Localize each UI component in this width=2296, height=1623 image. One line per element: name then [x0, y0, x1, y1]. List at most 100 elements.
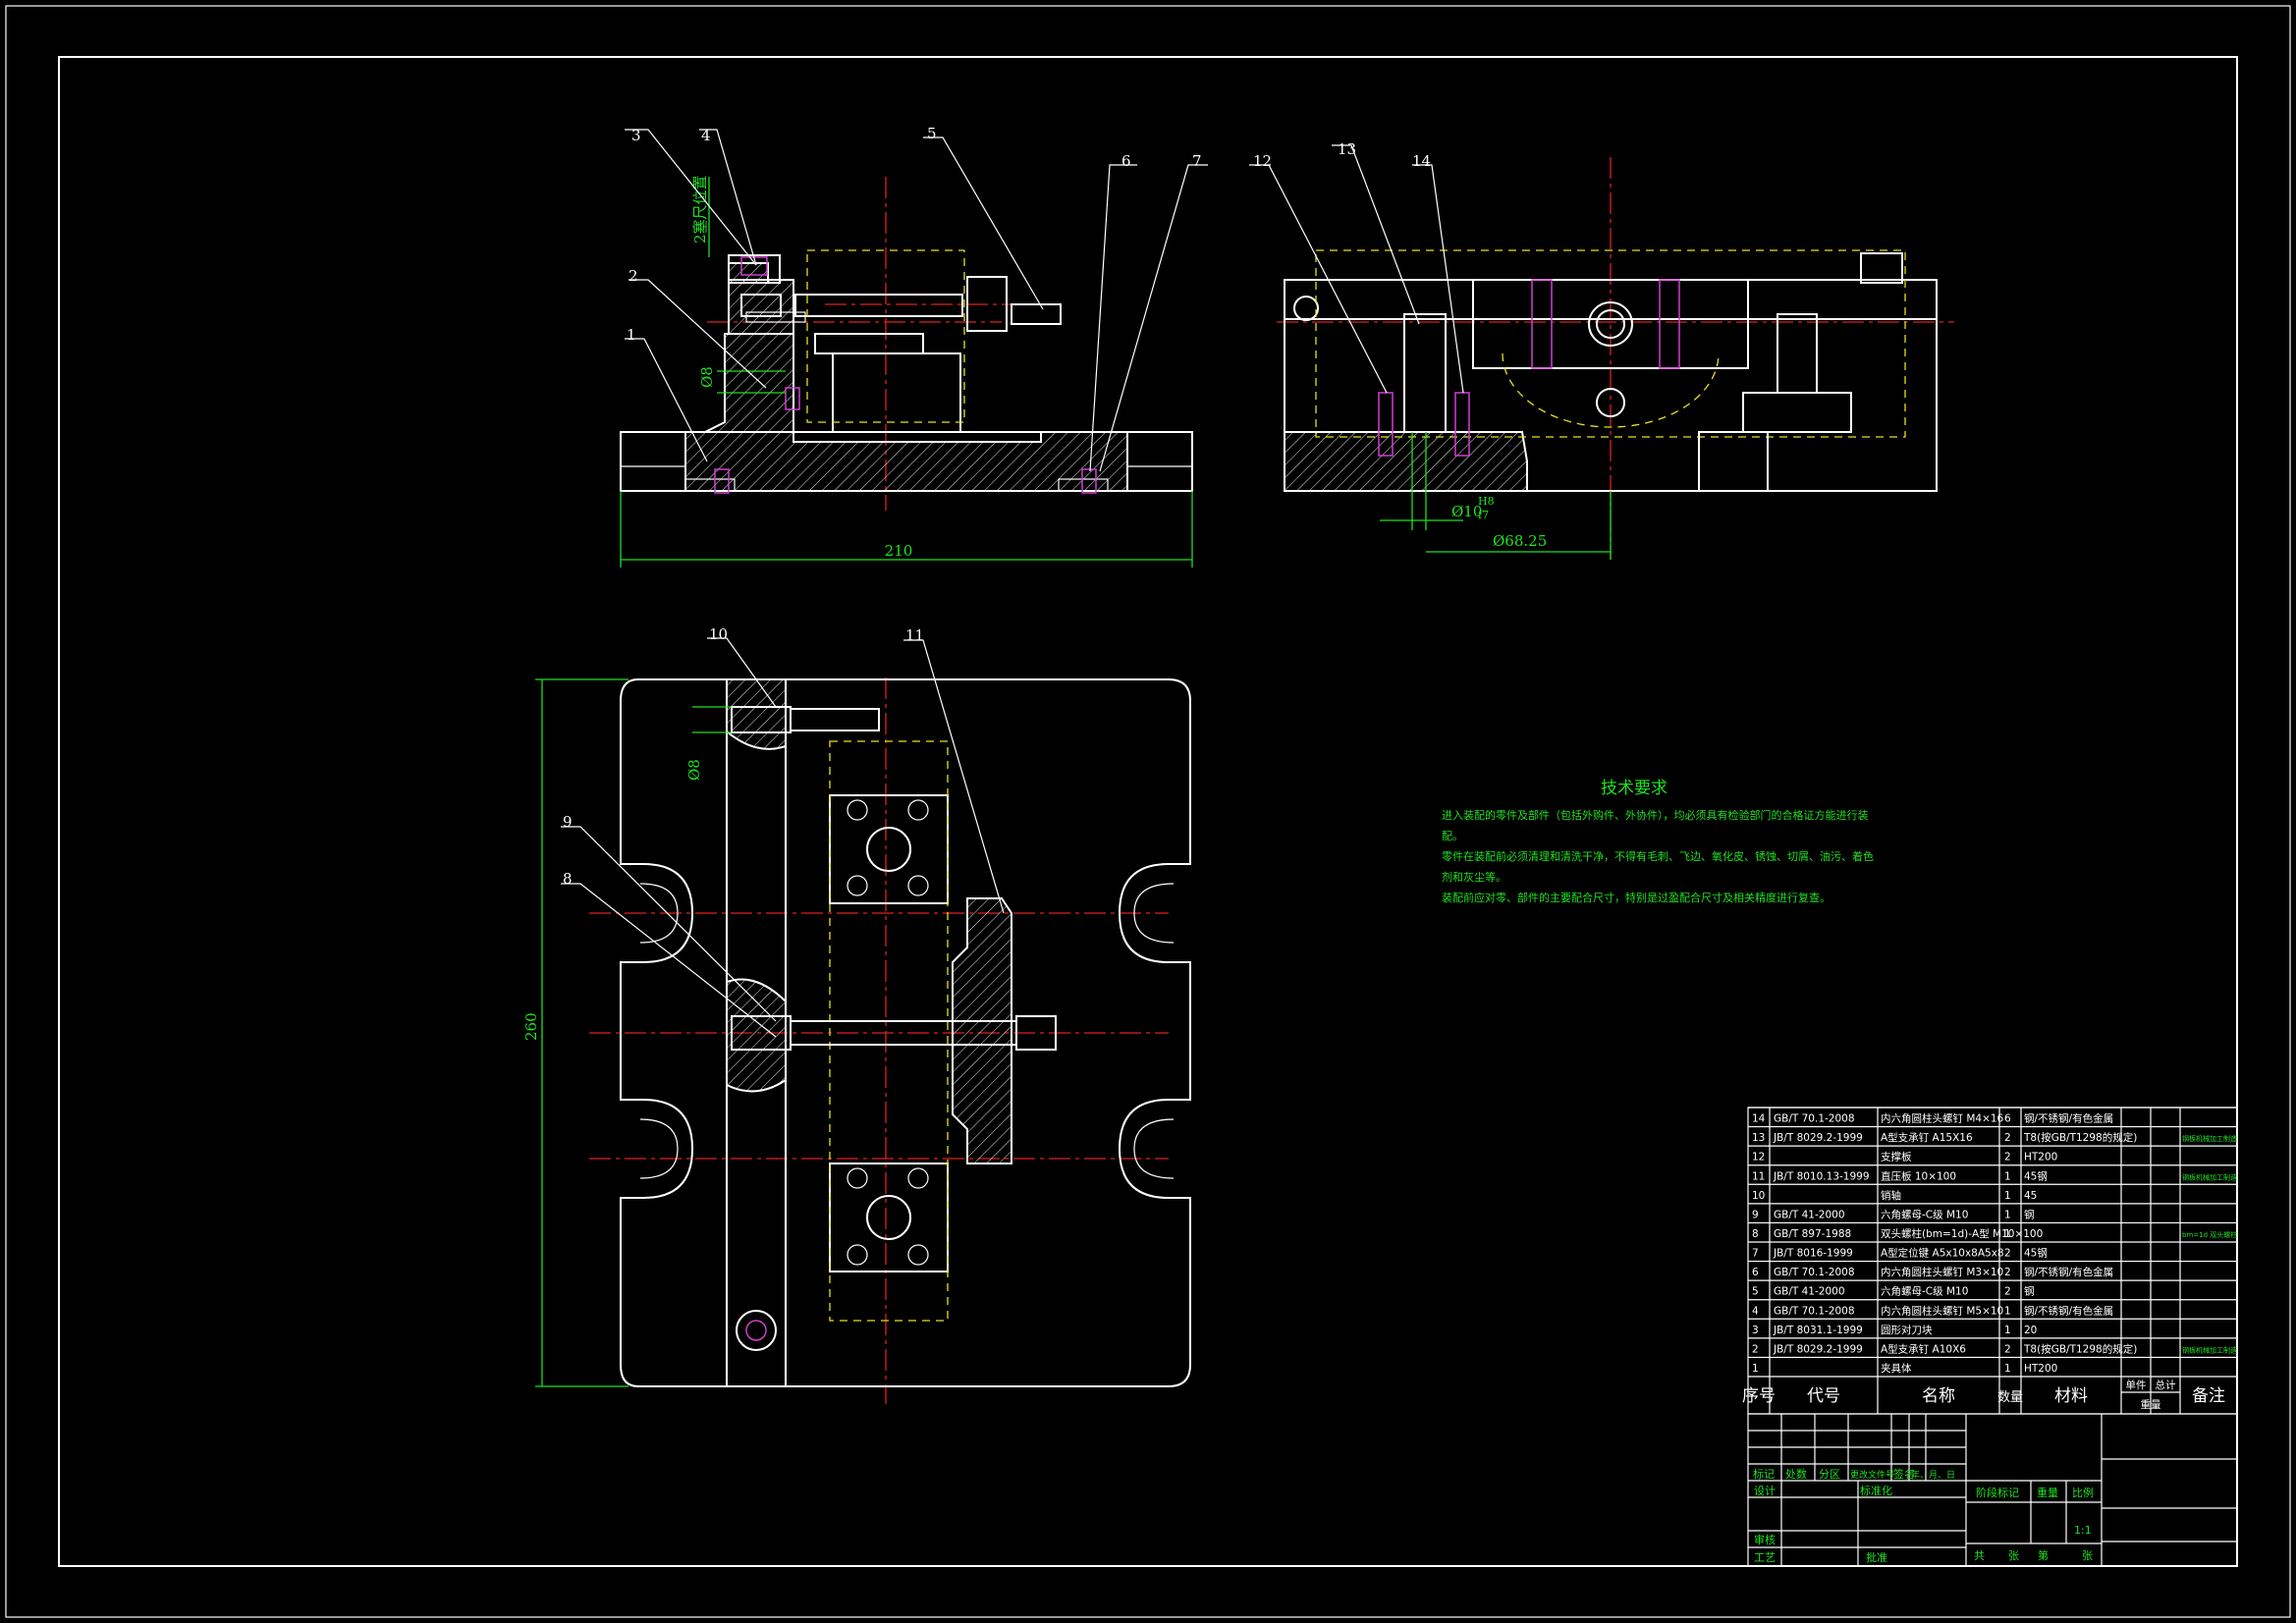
bom-cell-qty: 1	[2004, 1363, 2011, 1375]
balloon-11: 11	[905, 626, 924, 644]
bom-cell-note: 钢板机械加工制造	[2182, 1172, 2237, 1181]
tech-title: 技术要求	[1601, 779, 1667, 798]
bom-cell-note: bm=1d 双头螺柱	[2182, 1230, 2237, 1239]
bom-cell-qty: 2	[2004, 1248, 2011, 1260]
bom-hdr-no: 序号	[1742, 1386, 1776, 1406]
bom-hdr-unit: 单件	[2126, 1380, 2147, 1391]
plan-view: 260 Ø8	[522, 677, 1191, 1404]
balloon-6: 6	[1121, 152, 1131, 170]
tb-sheets-total: 共	[1974, 1549, 1985, 1562]
bom-cell-name: 支撑板	[1881, 1151, 1912, 1163]
bom-cell-qty: 2	[2004, 1267, 2011, 1278]
bom-hdr-weight: 重量	[2141, 1398, 2162, 1411]
bom-cell-mat: 45钢	[2024, 1169, 2048, 1182]
bom-cell-no: 14	[1752, 1113, 1766, 1125]
tb-scale: 比例	[2072, 1486, 2094, 1499]
bom-cell-name: A型支承钉 A10X6	[1881, 1342, 1966, 1355]
inner-frame	[58, 56, 2238, 1567]
tb-rev-date: 年、月、日	[1911, 1469, 1955, 1481]
bom-cell-name: 六角螺母-C级 M10	[1881, 1286, 1968, 1298]
bom-cell-name: 销轴	[1881, 1189, 1901, 1202]
bom-cell-code: GB/T 70.1-2008	[1774, 1113, 1855, 1125]
balloon-3: 3	[631, 127, 641, 144]
bom-hdr-name: 名称	[1922, 1386, 1955, 1406]
front-view: 210 Ø8 2塞尺位置	[620, 175, 1193, 568]
bom-cell-name: 内六角圆柱头螺钉 M5×10	[1881, 1304, 2003, 1317]
bom-cell-mat: HT200	[2024, 1152, 2057, 1163]
bom-cell-qty: 2	[2004, 1132, 2011, 1144]
bom-cell-name: A型支承钉 A15X16	[1881, 1131, 1973, 1144]
bom-cell-qty: 2	[2004, 1152, 2011, 1163]
dim-side-bore-tol-up: H8	[1478, 495, 1495, 508]
bom-cell-mat: 45钢	[2024, 1247, 2048, 1260]
leaders	[561, 129, 1464, 1038]
tb-rev-doc: 更改文件号	[1850, 1469, 1894, 1481]
bom-cell-mat: 钢/不锈钢/有色金属	[2024, 1112, 2113, 1125]
bom-cell-code: GB/T 70.1-2008	[1774, 1305, 1855, 1317]
bom-cell-name: 内六角圆柱头螺钉 M4×16	[1881, 1112, 2004, 1125]
bom-cell-qty: 1	[2004, 1305, 2011, 1317]
bom-cell-no: 2	[1752, 1343, 1759, 1355]
side-view: Ø10 H8 f7 Ø68.25	[1277, 157, 1954, 560]
bom-cell-code: GB/T 70.1-2008	[1774, 1267, 1855, 1278]
tb-stage-mark: 阶段标记	[1976, 1486, 2019, 1499]
bom-cell-qty: 2	[2004, 1286, 2011, 1298]
balloon-2: 2	[629, 267, 638, 285]
bom-cell-mat: T8(按GB/T1298的规定)	[2023, 1342, 2137, 1355]
tb-weight: 重量	[2037, 1486, 2058, 1499]
tech-line-5: 装配前应对零、部件的主要配合尺寸，特别是过盈配合尺寸及相关精度进行复查。	[1442, 891, 1831, 904]
bom-cell-name: 直压板 10×100	[1881, 1169, 1956, 1182]
bom-cell-mat: HT200	[2024, 1363, 2057, 1375]
balloon-10: 10	[709, 625, 728, 643]
bom-cell-note: 钢板机械加工制造	[2182, 1134, 2237, 1143]
tb-scale-value: 1:1	[2074, 1524, 2092, 1537]
tb-review: 审核	[1754, 1533, 1776, 1546]
bom-cell-no: 5	[1752, 1286, 1759, 1298]
outer-frame	[5, 5, 2291, 1618]
bom-hdr-note: 备注	[2192, 1386, 2225, 1406]
balloon-12: 12	[1253, 152, 1272, 170]
dim-side-bore-tol-low: f7	[1478, 509, 1489, 521]
bom-cell-no: 4	[1752, 1305, 1759, 1317]
bom-cell-mat: 钢/不锈钢/有色金属	[2024, 1304, 2113, 1317]
tb-standardize: 标准化	[1860, 1484, 1892, 1497]
bom-cell-name: 夹具体	[1881, 1362, 1912, 1375]
bom-cell-code: JB/T 8010.13-1999	[1773, 1170, 1870, 1182]
bom-cell-no: 11	[1752, 1170, 1765, 1182]
tb-process: 工艺	[1754, 1551, 1776, 1564]
bom-hdr-mat: 材料	[2054, 1386, 2088, 1406]
bom-cell-qty: 1	[2004, 1228, 2011, 1240]
tb-sheets-unit2: 张	[2082, 1549, 2093, 1562]
bom-cell-name: 双头螺柱(bm=1d)-A型 M10×100	[1881, 1227, 2043, 1240]
bom-cell-qty: 1	[2004, 1325, 2011, 1336]
bom-cell-no: 8	[1752, 1228, 1759, 1240]
tb-rev-count: 处数	[1785, 1468, 1807, 1481]
tb-sheets-unit1: 张	[2008, 1549, 2019, 1562]
bom-cell-no: 1	[1752, 1363, 1759, 1375]
bom-cell-no: 6	[1752, 1267, 1759, 1278]
title-block: 标记 处数 分区 更改文件号 签名 年、月、日 设计 标准化 阶段标记 重量 比…	[1747, 1413, 2238, 1567]
bom-cell-mat: 钢	[2024, 1208, 2035, 1220]
bom-cell-code: JB/T 8031.1-1999	[1773, 1325, 1863, 1336]
balloon-9: 9	[563, 813, 573, 831]
bom-cell-name: A型定位键 A5x10x8A5x8	[1881, 1247, 2004, 1260]
bom-cell-code: JB/T 8029.2-1999	[1773, 1343, 1863, 1355]
bom-cell-qty: 6	[2004, 1113, 2011, 1125]
tb-rev-zone: 分区	[1819, 1468, 1840, 1481]
bom-cell-no: 10	[1752, 1190, 1765, 1202]
tech-line-4: 剂和灰尘等。	[1442, 870, 1506, 884]
tb-design: 设计	[1754, 1485, 1776, 1497]
bom-cell-mat: 钢	[2024, 1285, 2035, 1298]
tech-line-2: 配。	[1442, 830, 1463, 842]
tb-rev-sign: 签名	[1893, 1467, 1915, 1481]
bom-cell-name: 圆形对刀块	[1881, 1324, 1933, 1336]
part-balloons: 3 4 5 6 7 2 1 12 13 14 10 11 9 8	[563, 125, 1431, 888]
dim-front-width: 210	[885, 542, 913, 560]
balloon-13: 13	[1338, 140, 1356, 158]
tech-line-3: 零件在装配前必须清理和清洗干净，不得有毛刺、飞边、氧化皮、锈蚀、切屑、油污、着色	[1442, 849, 1874, 863]
bom-cell-code: JB/T 8029.2-1999	[1773, 1132, 1863, 1144]
bom-cell-name: 六角螺母-C级 M10	[1881, 1209, 1968, 1220]
bom-cell-no: 7	[1752, 1248, 1759, 1260]
bom-cell-qty: 1	[2004, 1209, 2011, 1220]
